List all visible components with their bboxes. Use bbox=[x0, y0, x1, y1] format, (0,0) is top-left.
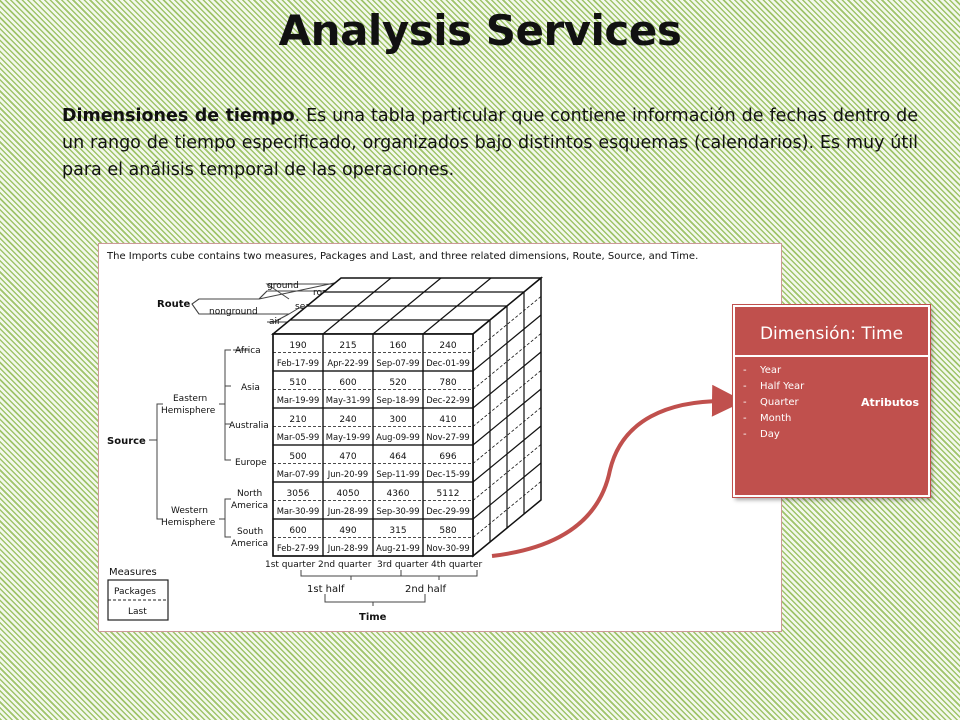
region-europe: Europe bbox=[235, 458, 267, 468]
region-asia: Asia bbox=[241, 383, 260, 393]
route-member-sea: sea bbox=[295, 302, 311, 312]
cell-packages: 215 bbox=[339, 341, 356, 351]
attributes-label: Atributos bbox=[861, 396, 920, 409]
cell-last: Dec-15-99 bbox=[426, 469, 470, 479]
cell-last: Sep-18-99 bbox=[376, 395, 419, 405]
cell-packages: 4050 bbox=[337, 489, 360, 499]
region-africa: Africa bbox=[235, 346, 261, 356]
cell-packages: 580 bbox=[439, 526, 456, 536]
region-north-america: America bbox=[231, 501, 268, 511]
cell-packages: 490 bbox=[339, 526, 356, 536]
cell-last: Apr-22-99 bbox=[327, 358, 368, 368]
cell-last: Nov-27-99 bbox=[426, 432, 469, 442]
cell-packages: 240 bbox=[339, 415, 356, 425]
time-dimension-panel: Dimensión: Time Year Half Year Quarter M… bbox=[733, 305, 930, 497]
cell-last: Aug-09-99 bbox=[376, 432, 420, 442]
cell-last: May-19-99 bbox=[326, 432, 371, 442]
cell-last: Mar-30-99 bbox=[277, 506, 320, 516]
cell-packages: 240 bbox=[439, 341, 456, 351]
cell-last: Aug-21-99 bbox=[376, 543, 420, 553]
cell-last: Sep-07-99 bbox=[376, 358, 419, 368]
western-label-2: Hemisphere bbox=[161, 518, 216, 528]
attribute-list: Year Half Year Quarter Month Day bbox=[743, 363, 804, 443]
half-2: 2nd half bbox=[405, 584, 446, 595]
half-1: 1st half bbox=[307, 584, 345, 595]
cell-last: Feb-17-99 bbox=[277, 358, 319, 368]
measures-label: Measures bbox=[109, 567, 157, 578]
region-north: North bbox=[237, 489, 262, 499]
quarter-1: 1st quarter bbox=[265, 560, 316, 570]
description-rest: . Es una tabla particular que contiene i… bbox=[62, 106, 918, 180]
cell-packages: 4360 bbox=[387, 489, 410, 499]
cell-packages: 160 bbox=[389, 341, 406, 351]
cell-last: Mar-05-99 bbox=[277, 432, 320, 442]
cell-last: Jun-28-99 bbox=[327, 506, 368, 516]
attribute-month: Month bbox=[743, 411, 804, 427]
cell-last: Jun-28-99 bbox=[327, 543, 368, 553]
description-bold: Dimensiones de tiempo bbox=[62, 106, 295, 126]
cell-packages: 410 bbox=[439, 415, 456, 425]
cell-packages: 190 bbox=[289, 341, 306, 351]
cell-packages: 600 bbox=[339, 378, 356, 388]
cell-packages: 210 bbox=[289, 415, 306, 425]
cell-packages: 520 bbox=[389, 378, 406, 388]
route-label: Route bbox=[157, 299, 190, 310]
cell-last: Dec-22-99 bbox=[426, 395, 470, 405]
cell-last: May-31-99 bbox=[326, 395, 371, 405]
route-group-nonground: nonground bbox=[209, 307, 258, 317]
cell-packages: 300 bbox=[389, 415, 406, 425]
route-group-ground: ground bbox=[267, 281, 299, 291]
cell-last: Sep-11-99 bbox=[376, 469, 419, 479]
cell-packages: 3056 bbox=[287, 489, 310, 499]
attribute-half-year: Half Year bbox=[743, 379, 804, 395]
measure-last: Last bbox=[128, 607, 147, 617]
cell-last: Mar-07-99 bbox=[277, 469, 320, 479]
region-south: South bbox=[237, 527, 263, 537]
cell-last: Dec-01-99 bbox=[426, 358, 470, 368]
cell-packages: 510 bbox=[289, 378, 306, 388]
cell-packages: 500 bbox=[289, 452, 306, 462]
cell-packages: 780 bbox=[439, 378, 456, 388]
description-paragraph: Dimensiones de tiempo. Es una tabla part… bbox=[62, 103, 918, 184]
route-tree bbox=[191, 281, 340, 323]
quarter-3: 3rd quarter bbox=[377, 560, 429, 570]
imports-cube-figure: The Imports cube contains two measures, … bbox=[98, 243, 782, 632]
cell-packages: 470 bbox=[339, 452, 356, 462]
time-label: Time bbox=[359, 612, 387, 623]
figure-caption: The Imports cube contains two measures, … bbox=[106, 251, 698, 262]
cell-packages: 696 bbox=[439, 452, 456, 462]
time-tree bbox=[300, 570, 478, 606]
attribute-year: Year bbox=[743, 363, 804, 379]
cell-last: Dec-29-99 bbox=[426, 506, 470, 516]
cell-last: Mar-19-99 bbox=[277, 395, 320, 405]
cell-last: Jun-20-99 bbox=[327, 469, 368, 479]
cube-diagram: The Imports cube contains two measures, … bbox=[106, 251, 698, 623]
cell-last: Nov-30-99 bbox=[426, 543, 469, 553]
cell-last: Feb-27-99 bbox=[277, 543, 319, 553]
quarter-4: 4th quarter bbox=[431, 560, 483, 570]
cell-packages: 464 bbox=[389, 452, 406, 462]
western-label-1: Western bbox=[171, 506, 208, 516]
panel-title: Dimensión: Time bbox=[735, 307, 928, 357]
source-label: Source bbox=[107, 436, 146, 447]
attribute-day: Day bbox=[743, 427, 804, 443]
eastern-label-2: Hemisphere bbox=[161, 406, 216, 416]
cube-grid: 190Feb-17-99215Apr-22-99160Sep-07-99240D… bbox=[270, 276, 544, 558]
slide-title: Analysis Services bbox=[278, 6, 682, 55]
eastern-label-1: Eastern bbox=[173, 394, 207, 404]
cell-last: Sep-30-99 bbox=[376, 506, 419, 516]
quarter-2: 2nd quarter bbox=[318, 560, 372, 570]
region-australia: Australia bbox=[229, 421, 269, 431]
cell-packages: 600 bbox=[289, 526, 306, 536]
route-member-air: air bbox=[269, 317, 281, 327]
cell-packages: 5112 bbox=[437, 489, 460, 499]
measure-packages: Packages bbox=[114, 587, 156, 597]
source-tree bbox=[149, 349, 249, 538]
attribute-quarter: Quarter bbox=[743, 395, 804, 411]
region-south-america: America bbox=[231, 539, 268, 549]
cell-packages: 315 bbox=[389, 526, 406, 536]
